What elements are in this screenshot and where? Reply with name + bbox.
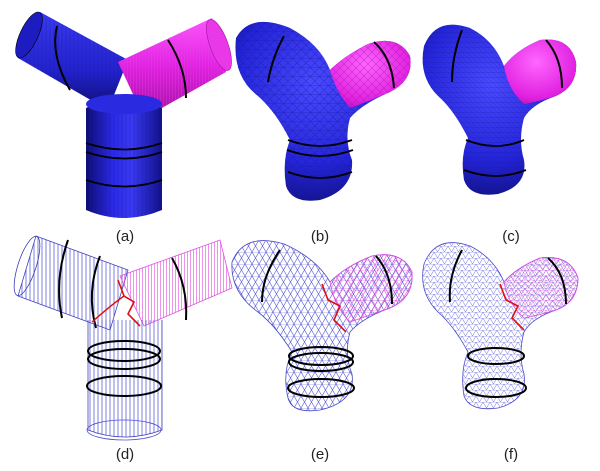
caption-a: (a) <box>116 228 134 245</box>
magenta-branch <box>504 39 577 104</box>
panel-a: (a) <box>15 11 232 245</box>
right-arm-wire <box>119 239 233 327</box>
caption-e: (e) <box>311 446 329 463</box>
vertical-cylinder <box>85 94 163 218</box>
panel-f: (f) <box>422 242 579 463</box>
caption-f: (f) <box>504 446 518 463</box>
panel-c: (c) <box>422 24 577 245</box>
panel-e: (e) <box>231 240 413 463</box>
red-seam <box>321 283 347 333</box>
panel-b: (b) <box>235 21 411 245</box>
left-arm <box>15 11 128 110</box>
caption-c: (c) <box>502 228 520 245</box>
caption-b: (b) <box>311 228 329 245</box>
panel-d: (d) <box>13 235 233 463</box>
red-seam <box>499 283 525 331</box>
red-seam <box>117 279 141 327</box>
left-arm-wire <box>13 235 129 331</box>
vertical-cylinder-wire <box>86 320 163 441</box>
caption-d: (d) <box>116 446 134 463</box>
right-arm-magenta <box>118 18 232 118</box>
